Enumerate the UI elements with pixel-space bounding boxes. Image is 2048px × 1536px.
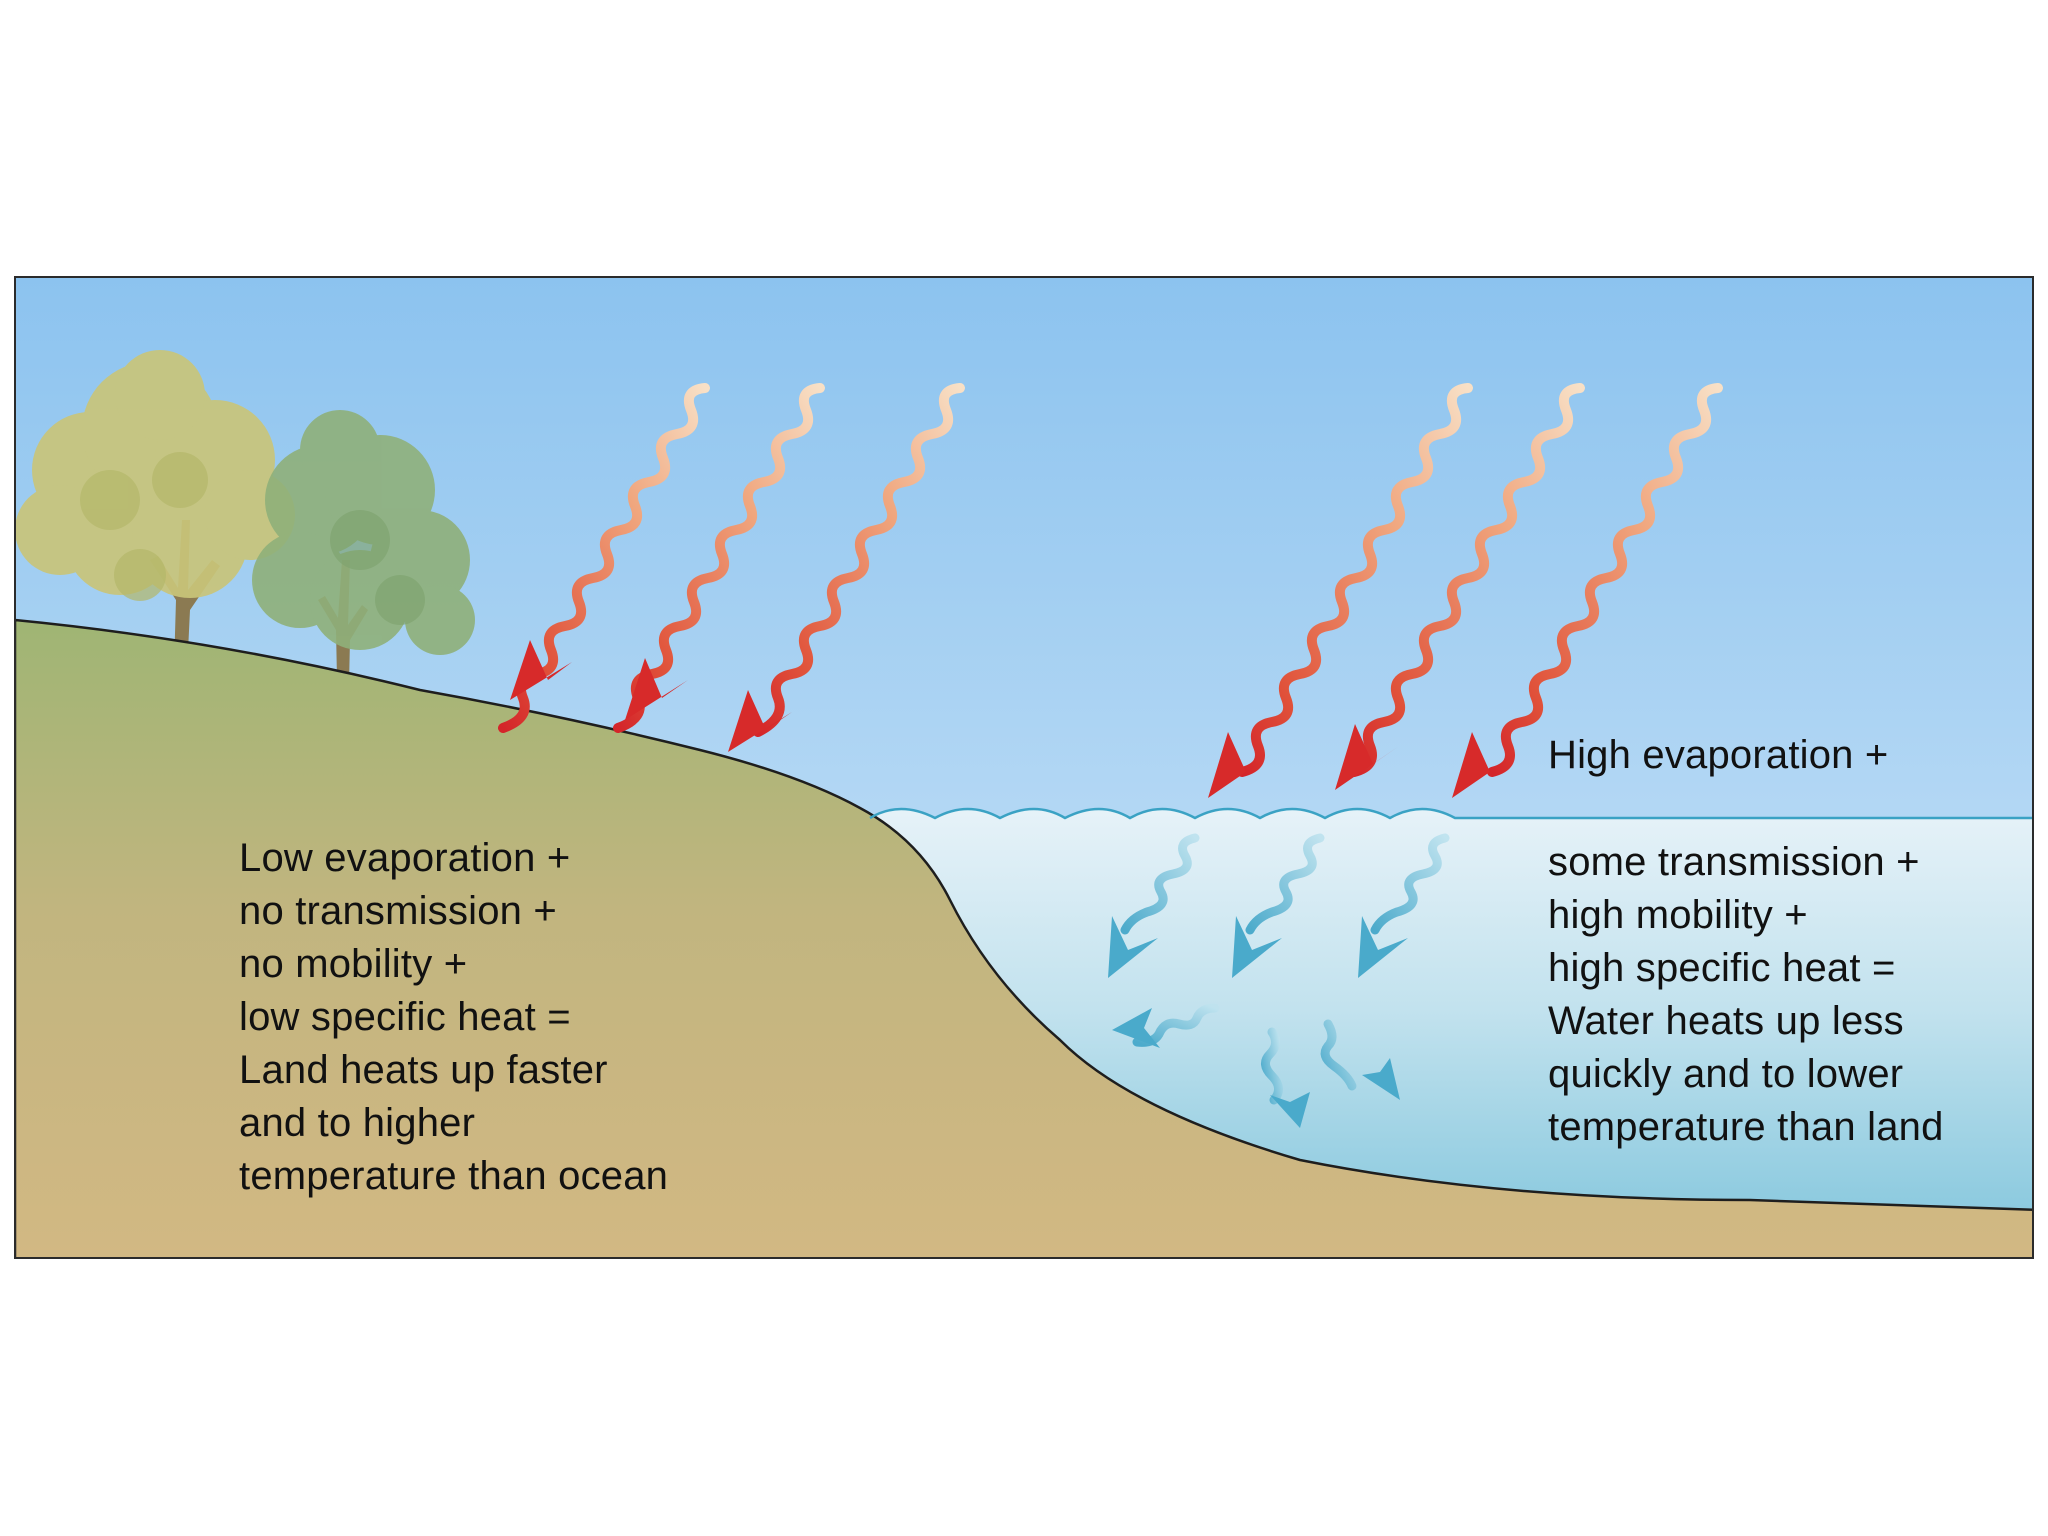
sun-ray-arrowhead	[728, 690, 792, 752]
water-text-line: temperature than land	[1548, 1105, 1944, 1149]
sun-ray-arrow-icon	[753, 383, 965, 737]
tree-icon	[252, 410, 475, 728]
land-text-line: Low evaporation +	[239, 836, 571, 880]
water-text-line: some transmission +	[1548, 840, 1920, 884]
land-text-line: and to higher	[239, 1101, 476, 1145]
water-text-line: high mobility +	[1548, 893, 1808, 937]
land-text-line: no transmission +	[239, 889, 557, 933]
water-surface	[869, 807, 2033, 820]
land	[15, 618, 2033, 1258]
sun-ray-arrow-icon	[1349, 383, 1585, 777]
sun-ray-arrow-icon	[1237, 383, 1473, 777]
water-text-line: High evaporation +	[1548, 733, 1889, 777]
land-heating-explanation: Low evaporation + no transmission + no m…	[239, 832, 668, 1203]
water-text-line: high specific heat =	[1548, 946, 1896, 990]
water-text-line: quickly and to lower	[1548, 1052, 1904, 1096]
water-text-line: Water heats up less	[1548, 999, 1904, 1043]
sun-ray-arrowhead	[625, 658, 688, 720]
sun-ray-arrowhead	[510, 640, 572, 700]
water-heat-arrowhead	[1108, 916, 1408, 1128]
sun-ray-arrow-icon	[1487, 383, 1723, 777]
diagram-frame	[14, 276, 2034, 1259]
sun-ray-arrowhead	[1208, 732, 1272, 798]
sun-ray-arrowhead	[1335, 724, 1399, 790]
land-text-line: Land heats up faster	[239, 1048, 608, 1092]
water-heating-explanation: some transmission + high mobility + high…	[1548, 836, 1944, 1154]
tree-icon	[15, 350, 295, 735]
land-text-line: temperature than ocean	[239, 1154, 669, 1198]
land-text-line: low specific heat =	[239, 995, 571, 1039]
water-evaporation-label: High evaporation +	[1548, 729, 1889, 782]
land-text-line: no mobility +	[239, 942, 468, 986]
water-heat-arrow-icon	[1120, 833, 1450, 1105]
sun-ray-arrow-icon	[613, 383, 825, 733]
sun-ray-arrowhead	[1452, 732, 1516, 798]
sun-ray-arrow-icon	[498, 383, 710, 733]
